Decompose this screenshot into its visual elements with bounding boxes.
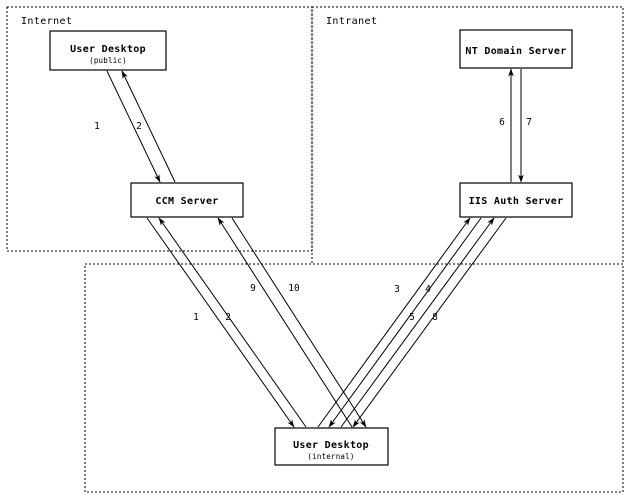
node-nt-domain-server[interactable]: NT Domain Server: [459, 29, 573, 69]
node-title-iis-auth-server: IIS Auth Server: [469, 196, 564, 207]
step-label-4: 4: [425, 284, 431, 295]
step-label-9: 9: [250, 283, 256, 294]
node-user-desktop-internal[interactable]: User Desktop (internal): [274, 427, 389, 466]
flow-line-1-public-to-ccm: [106, 70, 161, 183]
flow-line-5-internal-to-iis: [340, 217, 495, 428]
node-box-ccm-server[interactable]: [130, 182, 244, 218]
flow-line-8-iis-to-internal: [352, 217, 507, 428]
flow-group-ccm-internal-a: [146, 217, 307, 428]
zone-internet-box: [6, 6, 313, 252]
step-label-3: 3: [394, 284, 400, 295]
step-label-8: 8: [432, 312, 438, 323]
flow-line-2-ccm-to-public: [121, 70, 176, 183]
step-label-2a: 2: [136, 121, 142, 132]
node-title-nt-domain-server: NT Domain Server: [465, 45, 566, 57]
step-label-5: 5: [409, 312, 415, 323]
flow-line-4-iis-to-internal: [328, 217, 482, 428]
node-title-user-desktop-internal: User Desktop: [293, 440, 369, 451]
flow-group-iis-ntdomain: [508, 68, 524, 183]
node-title-user-desktop-public: User Desktop: [70, 44, 146, 55]
flow-group-internal-iis-a: [317, 217, 482, 428]
step-label-7: 7: [526, 117, 532, 128]
flow-group-public-ccm: [106, 70, 176, 183]
step-label-1b: 1: [193, 312, 199, 323]
flow-line-9-internal-to-ccm: [217, 217, 353, 428]
step-label-6: 6: [499, 117, 505, 128]
step-label-1a: 1: [94, 121, 100, 132]
zone-boundaries: [6, 6, 624, 493]
node-title-ccm-server: CCM Server: [155, 196, 218, 207]
node-box-nt-domain-server[interactable]: [459, 29, 573, 69]
node-ccm-server[interactable]: CCM Server: [130, 182, 244, 218]
flow-line-2-internal-to-ccm: [158, 217, 307, 428]
flow-line-1-ccm-to-internal: [146, 217, 295, 428]
zone-internal-box: [84, 263, 624, 493]
step-label-2b: 2: [225, 312, 231, 323]
step-label-10: 10: [288, 283, 300, 294]
zone-label-internet: Internet: [21, 16, 72, 27]
step-labels: 1 2 1 2 3 4 5 8 6 7 9 10: [94, 117, 532, 323]
flow-group-ccm-internal-b: [217, 217, 367, 428]
node-iis-auth-server[interactable]: IIS Auth Server: [459, 182, 573, 218]
node-subtitle-user-desktop-internal: (internal): [307, 452, 354, 461]
node-subtitle-user-desktop-public: (public): [89, 56, 127, 65]
node-box-user-desktop-internal[interactable]: [274, 427, 389, 466]
flow-line-3-internal-to-iis: [317, 217, 471, 428]
node-user-desktop-public[interactable]: User Desktop (public): [49, 30, 167, 71]
zone-label-intranet: Intranet: [326, 16, 377, 27]
flow-group-internal-iis-b: [340, 217, 507, 428]
flow-line-10-ccm-to-internal: [231, 217, 367, 428]
node-box-user-desktop-public[interactable]: [49, 30, 167, 71]
node-box-iis-auth-server[interactable]: [459, 182, 573, 218]
